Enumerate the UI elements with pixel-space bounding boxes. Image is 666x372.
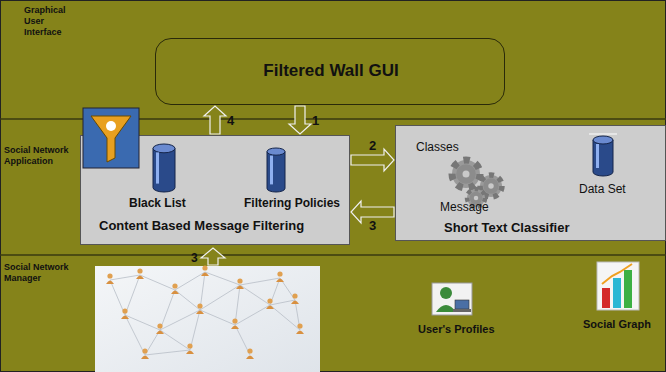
user-profiles-icon (432, 283, 472, 315)
node-text: Short Text Classifier (444, 220, 569, 235)
component-box: ClassesMessage Data SetShort Text Classif… (395, 125, 666, 241)
layer-label: Social Network Manager (4, 262, 74, 284)
network-picture (95, 265, 320, 372)
callout-number: 4 (227, 113, 234, 128)
band-divider (0, 254, 666, 256)
node-text: Black List (129, 196, 186, 210)
node-text: Data Set (579, 182, 626, 196)
callout-number: 3 (369, 218, 376, 233)
block-arrow (289, 106, 311, 134)
callout-number: 3 (191, 251, 198, 265)
node-text: Content Based Message Filtering (99, 218, 304, 233)
block-arrow (204, 106, 226, 134)
block-arrow (201, 248, 225, 265)
filter-icon (83, 108, 139, 168)
node-text: Message (440, 200, 489, 214)
callout-number: 2 (369, 138, 376, 153)
gui-box: Filtered Wall GUI (155, 38, 505, 105)
component-box: Black List Filtering PoliciesContent Base… (80, 135, 350, 245)
layer-label: Social Network Application (4, 145, 74, 167)
social-graph-icon (597, 262, 639, 310)
callout-number: 1 (312, 113, 319, 128)
node-text: Filtering Policies (244, 196, 340, 210)
node-text: Filtered Wall GUI (263, 61, 398, 81)
icon-label: Social Graph (583, 318, 651, 330)
icon-label: User's Profiles (418, 323, 495, 335)
layer-label: Graphical User Interface (24, 5, 84, 37)
node-text: Classes (416, 140, 459, 154)
